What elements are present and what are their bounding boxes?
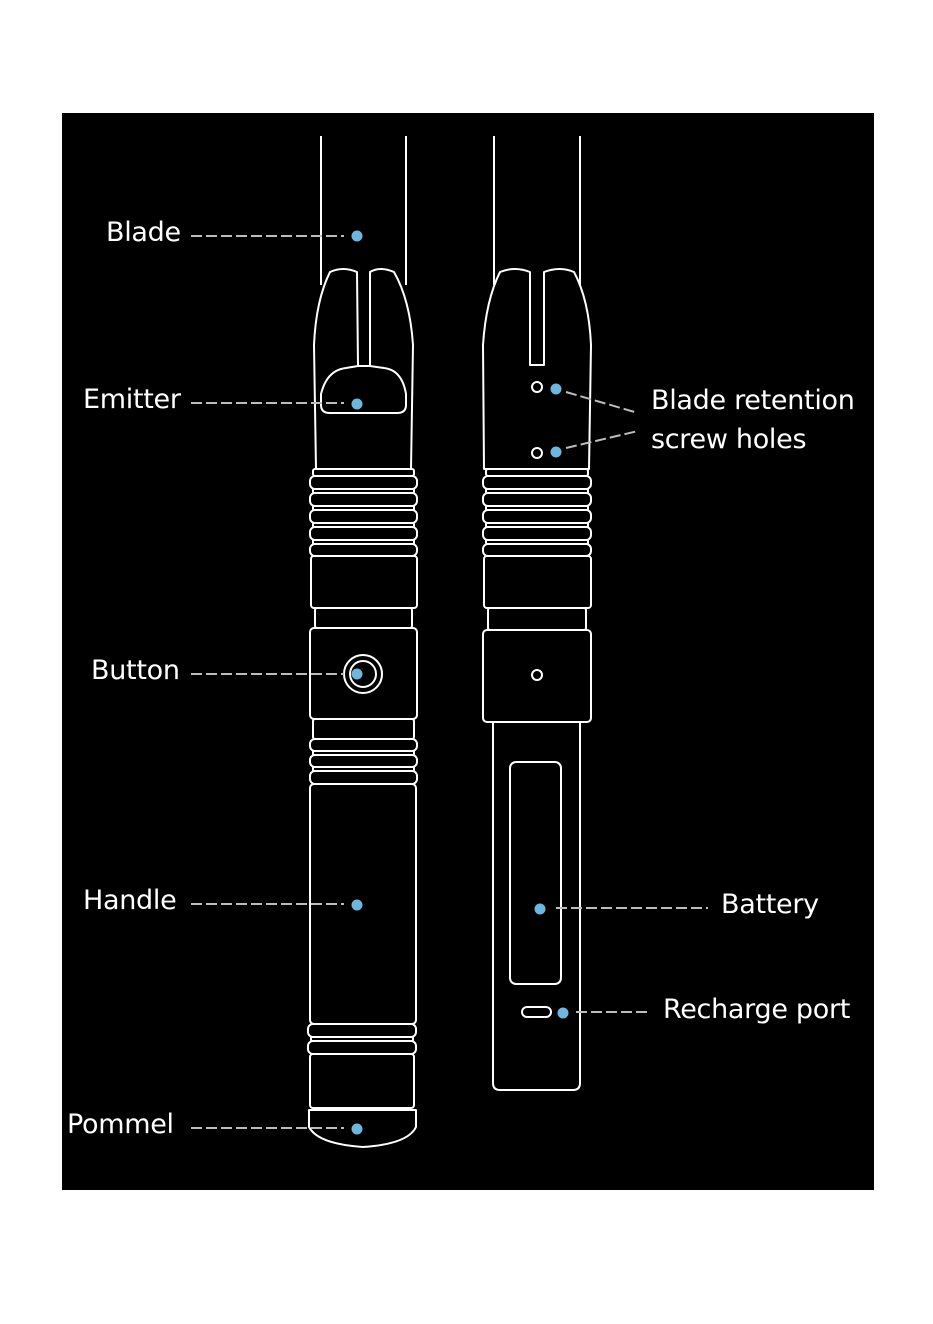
bottom-ring-2 — [308, 1041, 416, 1054]
bottom-ring-1 — [308, 1024, 416, 1037]
label-handle: Handle — [83, 885, 176, 917]
right-grip-ring-1 — [483, 476, 591, 489]
right-upper-collar — [484, 556, 591, 608]
marker-pommel — [352, 1124, 363, 1135]
lower-ring-1 — [310, 739, 417, 751]
recharge-port-slot — [522, 1007, 551, 1017]
marker-recharge — [558, 1008, 569, 1019]
label-blade: Blade — [106, 217, 181, 249]
grip-ring-1 — [310, 476, 417, 489]
right-emitter-outline — [483, 269, 591, 469]
collar-neck — [315, 608, 412, 628]
grip-ring-2 — [310, 493, 417, 506]
lower-ring-3 — [310, 771, 417, 784]
upper-collar — [311, 556, 417, 608]
battery-window — [510, 762, 561, 984]
marker-handle — [352, 900, 363, 911]
handle-body — [310, 784, 416, 1024]
lower-ring-2 — [310, 755, 417, 767]
emitter-outline — [314, 269, 413, 469]
label-emitter: Emitter — [83, 384, 181, 416]
right-grip-ring-3 — [483, 510, 591, 523]
right-collar-neck — [488, 608, 586, 630]
grip-ring-5 — [310, 544, 417, 556]
marker-button — [352, 669, 363, 680]
ring-connector — [313, 469, 414, 476]
right-button-section — [483, 630, 591, 722]
grip-ring-3 — [310, 510, 417, 523]
marker-battery — [535, 904, 546, 915]
side-button-hole — [532, 670, 542, 680]
label-battery: Battery — [721, 889, 819, 921]
pommel-collar — [310, 1054, 414, 1108]
leader-screw-top — [566, 392, 638, 413]
right-grip-ring-2 — [483, 493, 591, 506]
screw-hole-top — [532, 382, 542, 392]
label-blade-retention-line2: screw holes — [651, 424, 806, 456]
label-pommel: Pommel — [67, 1109, 174, 1141]
right-hilt-outline — [483, 136, 591, 1090]
grip-ring-4 — [310, 527, 417, 540]
label-button: Button — [91, 655, 180, 687]
marker-blade — [352, 231, 363, 242]
marker-screw-top — [551, 384, 562, 395]
right-grip-ring-4 — [483, 527, 591, 540]
right-grip-ring-5 — [483, 544, 591, 556]
marker-screw-bottom — [551, 447, 562, 458]
leader-screw-bottom — [566, 431, 638, 448]
marker-emitter — [352, 399, 363, 410]
lower-neck — [313, 719, 414, 739]
pommel-outline — [309, 1110, 416, 1147]
screw-hole-bottom — [532, 448, 542, 458]
label-recharge-port: Recharge port — [663, 994, 850, 1026]
lightsaber-diagram — [62, 113, 874, 1190]
left-hilt-outline — [308, 136, 417, 1147]
label-blade-retention-line1: Blade retention — [651, 385, 855, 417]
diagram-panel — [62, 113, 874, 1190]
